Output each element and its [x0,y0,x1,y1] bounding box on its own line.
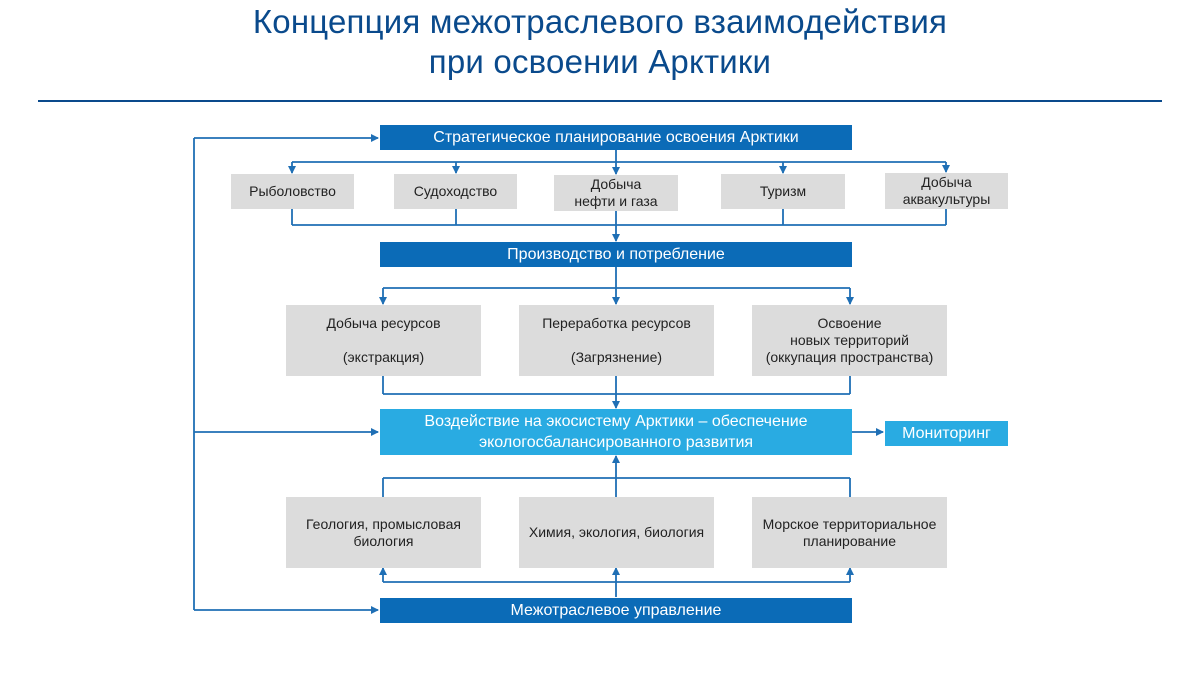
title-line-1: Концепция межотраслевого взаимодействия [252,3,948,40]
activity-label-line3: (Загрязнение) [570,349,663,365]
science-label-line2: биология [353,532,414,549]
impact-label-line1: Воздействие на экосистему Арктики – обес… [424,413,808,430]
ecosystem-impact-box: Воздействие на экосистему Арктики – обес… [380,409,852,455]
sector-label-line1: Добыча [590,176,642,192]
activity-label-line3: (оккупация пространства) [765,349,934,365]
management-box: Межотраслевое управление [380,598,852,623]
page-title: Концепция межотраслевого взаимодействия … [0,2,1200,82]
activity-label-line1: Переработка ресурсов [542,315,691,331]
production-label: Производство и потребление [507,245,725,263]
sector-label-line2: нефти и газа [574,193,658,209]
sector-box-oil-gas: Добыча нефти и газа [554,175,678,211]
title-line-2: при освоении Арктики [428,43,772,80]
science-label-line1: Геология, промысловая [306,515,461,532]
activity-box-processing: Переработка ресурсов (Загрязнение) [519,305,714,376]
science-box-chemistry: Химия, экология, биология [519,497,714,568]
production-box: Производство и потребление [380,242,852,267]
activity-label-line1: Освоение [817,315,882,331]
science-box-marine-planning: Морское территориальное планирование [752,497,947,568]
management-label: Межотраслевое управление [510,601,722,619]
science-label-line2: планирование [802,532,897,549]
impact-label-line2: экологосбалансированного развития [478,434,754,451]
sector-box-aquaculture: Добыча аквакультуры [885,173,1008,209]
sector-label: Судоходство [413,183,498,199]
sector-label: Рыболовство [249,183,336,199]
monitoring-label: Мониторинг [902,425,991,442]
activity-box-extraction: Добыча ресурсов (экстракция) [286,305,481,376]
sector-label-line1: Добыча [921,174,972,190]
sector-label-line2: аквакультуры [902,191,991,207]
sector-box-fishing: Рыболовство [231,174,354,209]
title-divider [38,100,1162,102]
science-label-line1: Морское территориальное [762,515,937,532]
monitoring-box: Мониторинг [885,421,1008,446]
science-label-line1: Химия, экология, биология [528,524,705,540]
strategic-planning-box: Стратегическое планирование освоения Арк… [380,125,852,150]
activity-label-line2: новых территорий [790,332,909,348]
activity-label-line3: (экстракция) [342,349,425,365]
sector-label: Туризм [759,183,807,199]
activity-label-line1: Добыча ресурсов [326,315,441,331]
science-box-geology: Геология, промысловая биология [286,497,481,568]
sector-box-shipping: Судоходство [394,174,517,209]
sector-box-tourism: Туризм [721,174,845,209]
strategic-planning-label: Стратегическое планирование освоения Арк… [433,128,799,146]
activity-box-territories: Освоение новых территорий (оккупация про… [752,305,947,376]
